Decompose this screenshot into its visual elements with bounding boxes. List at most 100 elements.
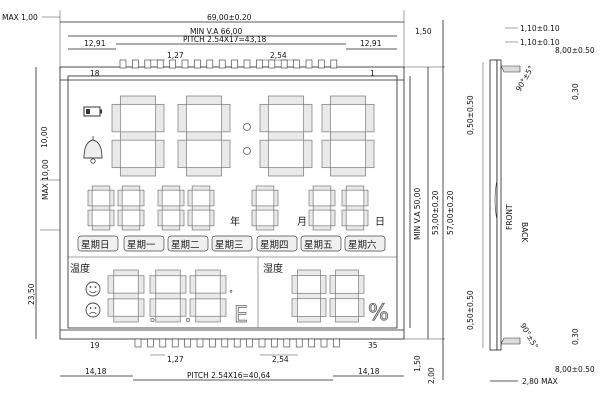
digit-segment xyxy=(157,209,163,227)
lcd-content: 年 月 日 星期日星期一星期二星期三星期四星期五星期六 温度 湿度 ° E % xyxy=(68,95,397,328)
bottom-pin xyxy=(246,338,253,348)
weekday-box xyxy=(344,235,386,252)
day-label: 日 xyxy=(375,217,385,228)
digit-segment xyxy=(358,275,365,294)
digit-segment xyxy=(259,103,269,133)
decimal-point xyxy=(150,317,155,323)
top-pin xyxy=(231,59,238,69)
digit-segment xyxy=(139,189,145,207)
view-area-height-label: MIN V.A 50,00 xyxy=(413,188,422,240)
side-view: 1,10±0.10 1,10±0.10 8,00±0.50 0,30 90°±5… xyxy=(466,24,595,386)
top-right-gap-label: 1,50 xyxy=(415,27,432,36)
top-pin xyxy=(268,59,276,69)
bottom-pin xyxy=(196,338,204,348)
digit-segment xyxy=(191,185,211,191)
date-digit xyxy=(308,185,336,231)
clock-digit xyxy=(259,95,313,177)
digit-segment xyxy=(303,139,313,169)
pin-margin-left-label: 12,91 xyxy=(84,39,106,48)
digit-segment xyxy=(219,298,227,317)
overall-width-label: 69,00±0.20 xyxy=(207,13,252,22)
top-pin xyxy=(330,59,338,69)
digit-segment xyxy=(329,298,336,317)
digit-segment xyxy=(179,298,187,317)
bottom-pin xyxy=(333,338,340,348)
pin-margin-bottom-left-label: 14,18 xyxy=(85,367,107,376)
weekday-item: 星期三 xyxy=(211,235,253,252)
digit-segment xyxy=(255,205,275,211)
bottom-pin-row xyxy=(134,338,340,348)
date-digit xyxy=(157,185,185,231)
smiley-happy-icon xyxy=(85,281,101,297)
pin-first-top-label: 18 xyxy=(90,69,100,78)
battery-icon xyxy=(83,106,102,117)
digit-segment xyxy=(121,205,141,211)
digit-segment xyxy=(345,185,365,191)
temperature-digit xyxy=(107,269,145,323)
top-pin xyxy=(144,59,152,69)
digit-segment xyxy=(155,315,181,323)
top-dimensions: MAX 1,00 69,00±0.20 1,50 MIN V.A 66,00 1… xyxy=(2,10,432,70)
top-pin-tip-label: 0,30 xyxy=(571,83,580,100)
weekday-label: 星期二 xyxy=(171,240,200,251)
digit-segment xyxy=(259,139,269,169)
top-pin xyxy=(243,59,251,69)
digit-segment xyxy=(297,269,321,276)
weekday-label: 星期六 xyxy=(348,239,377,251)
humidity-label: 湿度 xyxy=(263,262,283,275)
digit-segment xyxy=(209,209,215,227)
digit-segment xyxy=(255,185,275,191)
weekday-label: 星期四 xyxy=(260,240,289,251)
bottom-pin xyxy=(283,338,291,348)
year-label: 年 xyxy=(230,215,240,228)
digit-segment xyxy=(219,275,227,294)
digit-segment xyxy=(320,275,327,294)
digit-segment xyxy=(161,205,181,211)
digit-segment xyxy=(179,189,185,207)
digit-segment xyxy=(119,167,157,177)
top-pin xyxy=(305,59,313,69)
digit-segment xyxy=(297,292,321,300)
digit-segment xyxy=(195,292,221,300)
digit-segment xyxy=(179,275,187,294)
clock-digits xyxy=(111,95,375,177)
digit-segment xyxy=(185,167,223,177)
digit-segment xyxy=(308,189,314,207)
top-pin xyxy=(156,59,164,69)
digit-segment xyxy=(267,167,305,177)
temperature-digit xyxy=(149,269,187,323)
pin-width-bottom-label: 1,27 xyxy=(167,355,184,364)
digit-segment xyxy=(185,131,223,141)
digit-segment xyxy=(345,205,365,211)
digit-segment xyxy=(330,189,336,207)
bottom-angle-label: 90°±5° xyxy=(518,322,540,351)
bell-icon xyxy=(83,136,103,164)
digit-segment xyxy=(91,205,111,211)
temperature-label: 温度 xyxy=(70,262,90,275)
digit-segment xyxy=(139,209,145,227)
bottom-offset-label: 0,50±0.50 xyxy=(466,290,475,330)
digit-segment xyxy=(320,298,327,317)
left-offset-b-label: 23,50 xyxy=(27,283,36,305)
weekday-item: 星期六 xyxy=(344,235,386,252)
digit-segment xyxy=(179,209,185,227)
digit-segment xyxy=(87,209,93,227)
weekday-item: 星期一 xyxy=(123,235,165,252)
digit-segment xyxy=(189,298,197,317)
digit-segment xyxy=(291,275,298,294)
clock-digit xyxy=(111,95,165,177)
bottom-pin xyxy=(134,338,142,348)
bottom-pin-length-label: 8,00±0.50 xyxy=(555,365,595,374)
digit-segment xyxy=(329,131,367,141)
digit-segment xyxy=(335,316,359,323)
digit-segment xyxy=(330,209,336,227)
humidity-digits xyxy=(291,269,365,323)
digit-segment xyxy=(312,225,332,231)
digit-segment xyxy=(111,139,121,169)
digit-segment xyxy=(363,189,369,207)
bottom-pin xyxy=(221,338,229,348)
bottom-pin xyxy=(233,338,241,348)
bottom-pin xyxy=(209,338,216,348)
digit-segment xyxy=(107,275,115,294)
